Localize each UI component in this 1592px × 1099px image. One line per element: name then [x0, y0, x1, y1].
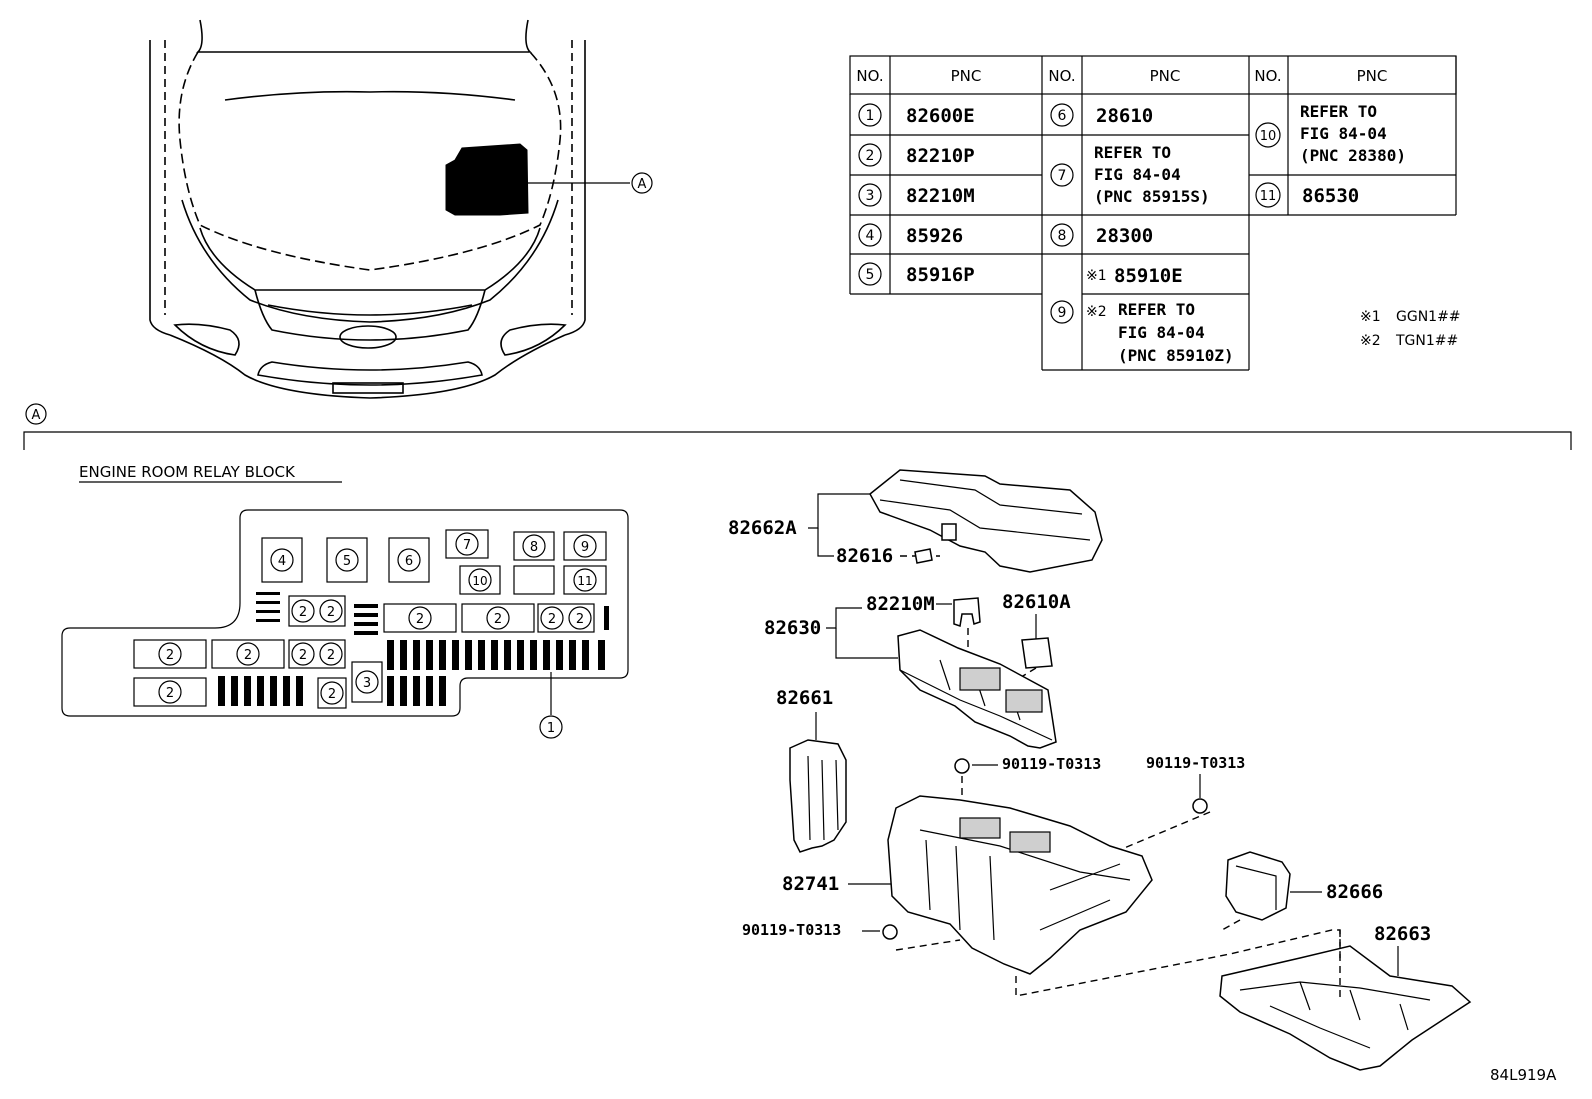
row-pnc-10-line-2: FIG 84-04 — [1300, 124, 1387, 143]
header-no-3: NO. — [1254, 67, 1281, 85]
row-pnc-11: 86530 — [1302, 185, 1359, 207]
label-82630: 82630 — [764, 617, 821, 639]
row-pnc-4: 85926 — [906, 225, 963, 247]
label-82663: 82663 — [1374, 923, 1431, 945]
header-pnc-1: PNC — [951, 67, 982, 85]
fuse-2-j: 2 — [327, 648, 335, 663]
label-82616: 82616 — [836, 545, 893, 567]
fuse-2-l: 2 — [328, 687, 336, 702]
relay-10: 10 — [472, 574, 487, 588]
header-pnc-2: PNC — [1150, 67, 1181, 85]
pnc-table: NO. PNC NO. PNC NO. PNC 1 82600E 2 82210… — [849, 55, 1457, 371]
section-title: ENGINE ROOM RELAY BLOCK — [79, 463, 296, 481]
side-bracket — [789, 739, 847, 853]
fuse-2-k: 2 — [166, 686, 174, 701]
header-no-2: NO. — [1048, 67, 1075, 85]
row-9-mark-a: ※1 — [1086, 268, 1107, 284]
row-pnc-1: 82600E — [906, 105, 975, 127]
mounting-tray-82663 — [1219, 945, 1472, 1071]
row-no-8: 8 — [1058, 228, 1067, 244]
fuse-2-f: 2 — [576, 612, 584, 627]
fuse-2-g: 2 — [166, 648, 174, 663]
fuse-2-c: 2 — [416, 612, 424, 627]
row-pnc-9a: 85910E — [1114, 265, 1183, 287]
note-2-mark: ※2 — [1360, 333, 1381, 349]
callout-a-section: A — [32, 408, 41, 423]
row-pnc-9b-line-2: FIG 84-04 — [1118, 323, 1205, 342]
row-pnc-10-line-3: (PNC 28380) — [1300, 146, 1406, 165]
relay-6: 6 — [405, 554, 413, 569]
row-pnc-8: 28300 — [1096, 225, 1153, 247]
row-no-10: 10 — [1260, 129, 1277, 144]
fuse-1-callout: 1 — [547, 721, 555, 736]
header-pnc-3: PNC — [1357, 67, 1388, 85]
label-82741: 82741 — [782, 873, 839, 895]
label-82662A: 82662A — [728, 517, 797, 539]
relay-8: 8 — [530, 540, 538, 555]
row-pnc-9b-line-3: (PNC 85910Z) — [1118, 346, 1234, 365]
row-pnc-3: 82210M — [906, 185, 975, 207]
row-pnc-7-line-1: REFER TO — [1094, 143, 1171, 162]
vehicle-front-view: A — [149, 19, 653, 399]
relay-7: 7 — [463, 538, 471, 553]
fuse-2-b: 2 — [327, 605, 335, 620]
figure-id: 84L919A — [1490, 1066, 1557, 1084]
row-no-7: 7 — [1058, 168, 1067, 184]
relay-block-cover — [869, 469, 1103, 573]
label-82210M: 82210M — [866, 593, 935, 615]
relay-block-layout: 4 5 6 7 8 9 10 11 — [61, 509, 629, 739]
row-pnc-7-line-2: FIG 84-04 — [1094, 165, 1181, 184]
label-82610A: 82610A — [1002, 591, 1071, 613]
row-no-1: 1 — [866, 108, 875, 124]
fuse-2-d: 2 — [494, 612, 502, 627]
label-82666: 82666 — [1326, 881, 1383, 903]
relay-9: 9 — [581, 540, 589, 555]
row-no-2: 2 — [866, 148, 875, 164]
fuse-2-h: 2 — [244, 648, 252, 663]
callout-a-top: A — [638, 177, 647, 192]
label-bolt-right: 90119-T0313 — [1146, 754, 1245, 772]
fuse-2-a: 2 — [299, 605, 307, 620]
model-notes: ※1 GGN1## ※2 TGN1## — [1360, 309, 1461, 349]
row-pnc-2: 82210P — [906, 145, 975, 167]
row-pnc-6: 28610 — [1096, 105, 1153, 127]
fuse-2-e: 2 — [548, 612, 556, 627]
row-pnc-7-line-3: (PNC 85915S) — [1094, 187, 1210, 206]
row-no-5: 5 — [866, 267, 875, 283]
relay-4: 4 — [278, 554, 286, 569]
row-no-3: 3 — [866, 188, 875, 204]
row-pnc-10-line-1: REFER TO — [1300, 102, 1377, 121]
row-no-6: 6 — [1058, 108, 1067, 124]
row-9-mark-b: ※2 — [1086, 304, 1107, 320]
fuse-2-i: 2 — [299, 648, 307, 663]
exploded-parts: 82662A 82616 82210M 82610A 82630 82661 9… — [728, 469, 1472, 1071]
lower-case — [887, 795, 1153, 975]
note-1-mark: ※1 — [1360, 309, 1381, 325]
label-bolt-top: 90119-T0313 — [1002, 755, 1101, 773]
connector-82666 — [1225, 851, 1291, 921]
header-no-1: NO. — [856, 67, 883, 85]
label-82661: 82661 — [776, 687, 833, 709]
row-pnc-9b-line-1: REFER TO — [1118, 300, 1195, 319]
row-pnc-5: 85916P — [906, 264, 975, 286]
relay-5: 5 — [343, 554, 351, 569]
note-1-text: GGN1## — [1396, 309, 1461, 325]
row-no-11: 11 — [1260, 189, 1277, 204]
label-bolt-bottom: 90119-T0313 — [742, 921, 841, 939]
relay-11: 11 — [577, 574, 592, 588]
fuse-3: 3 — [363, 676, 371, 691]
row-no-4: 4 — [866, 228, 875, 244]
note-2-text: TGN1## — [1395, 333, 1458, 349]
row-no-9: 9 — [1058, 305, 1067, 321]
